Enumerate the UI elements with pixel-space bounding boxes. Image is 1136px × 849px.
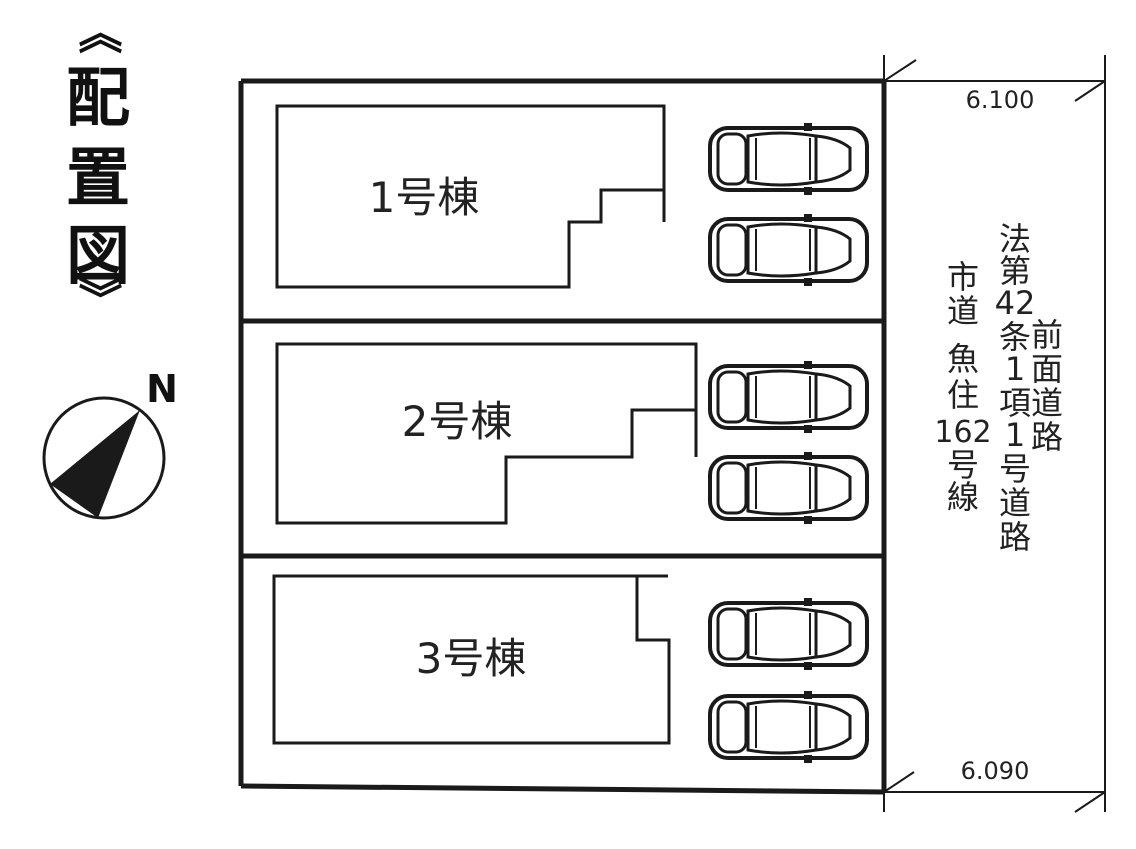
road-law-char: 条	[999, 318, 1031, 356]
car-icon	[708, 450, 869, 526]
car-icon	[708, 596, 869, 672]
road-law-char: 前	[1031, 316, 1063, 354]
road-name-char: 住	[947, 376, 979, 414]
building-3-outline	[272, 574, 671, 745]
road-law-char: 1	[1005, 350, 1025, 388]
parking-lot-2	[708, 359, 869, 526]
road-width-bottom: 6.090	[961, 757, 1030, 785]
road-law-char: 1	[1005, 416, 1025, 454]
road-law-char: 項	[999, 384, 1031, 422]
north-compass: N	[42, 367, 178, 520]
road-dimensions	[883, 55, 1106, 813]
road-name-char: 162	[934, 415, 991, 450]
road-name-char: 市	[947, 258, 979, 296]
road-law-char: 路	[999, 518, 1031, 556]
road-law-column-1: 法 第 42 条 1 項 1 号 道 路	[995, 220, 1036, 556]
building-2-outline	[275, 342, 698, 525]
lot-2-label: 2号棟	[402, 397, 513, 446]
car-icon	[708, 689, 869, 765]
title-close-bracket: 》	[73, 276, 124, 320]
road-name-char: 号	[947, 446, 979, 484]
car-icon	[708, 359, 869, 435]
road-name-char: 線	[947, 478, 979, 516]
road-name-char: 魚	[947, 340, 979, 378]
road-name-char: 道	[947, 292, 979, 330]
road-law-char: 路	[1031, 418, 1063, 456]
road-law-char: 道	[1031, 384, 1063, 422]
building-1-outline	[275, 104, 666, 289]
road-law-char: 42	[995, 284, 1036, 322]
title-char-3: 図	[66, 220, 130, 294]
road-law-char: 法	[999, 220, 1031, 258]
road-law-column-2: 前 面 道 路	[1031, 316, 1063, 456]
road-name-column: 市 道 魚 住 162 号 線	[934, 258, 991, 516]
lot-1-label: 1号棟	[369, 173, 480, 222]
lot-3-label: 3号棟	[416, 634, 527, 683]
road-law-char: 面	[1031, 350, 1063, 388]
car-icon	[708, 212, 869, 288]
compass-north-label: N	[146, 367, 178, 411]
road-width-top: 6.100	[966, 86, 1035, 114]
title-char-1: 配	[66, 62, 130, 136]
car-icon	[708, 121, 869, 197]
parking-lot-1	[708, 121, 869, 288]
diagram-title: 《 配 置 図 》	[66, 10, 130, 320]
road-law-char: 号	[999, 450, 1031, 488]
title-char-2: 置	[66, 142, 130, 216]
title-open-bracket: 《	[73, 10, 124, 54]
road-law-char: 道	[999, 484, 1031, 522]
building-footprints	[272, 104, 698, 745]
road-law-char: 第	[999, 252, 1031, 290]
compass-arrow-icon	[50, 410, 140, 518]
parking-lot-3	[708, 596, 869, 765]
